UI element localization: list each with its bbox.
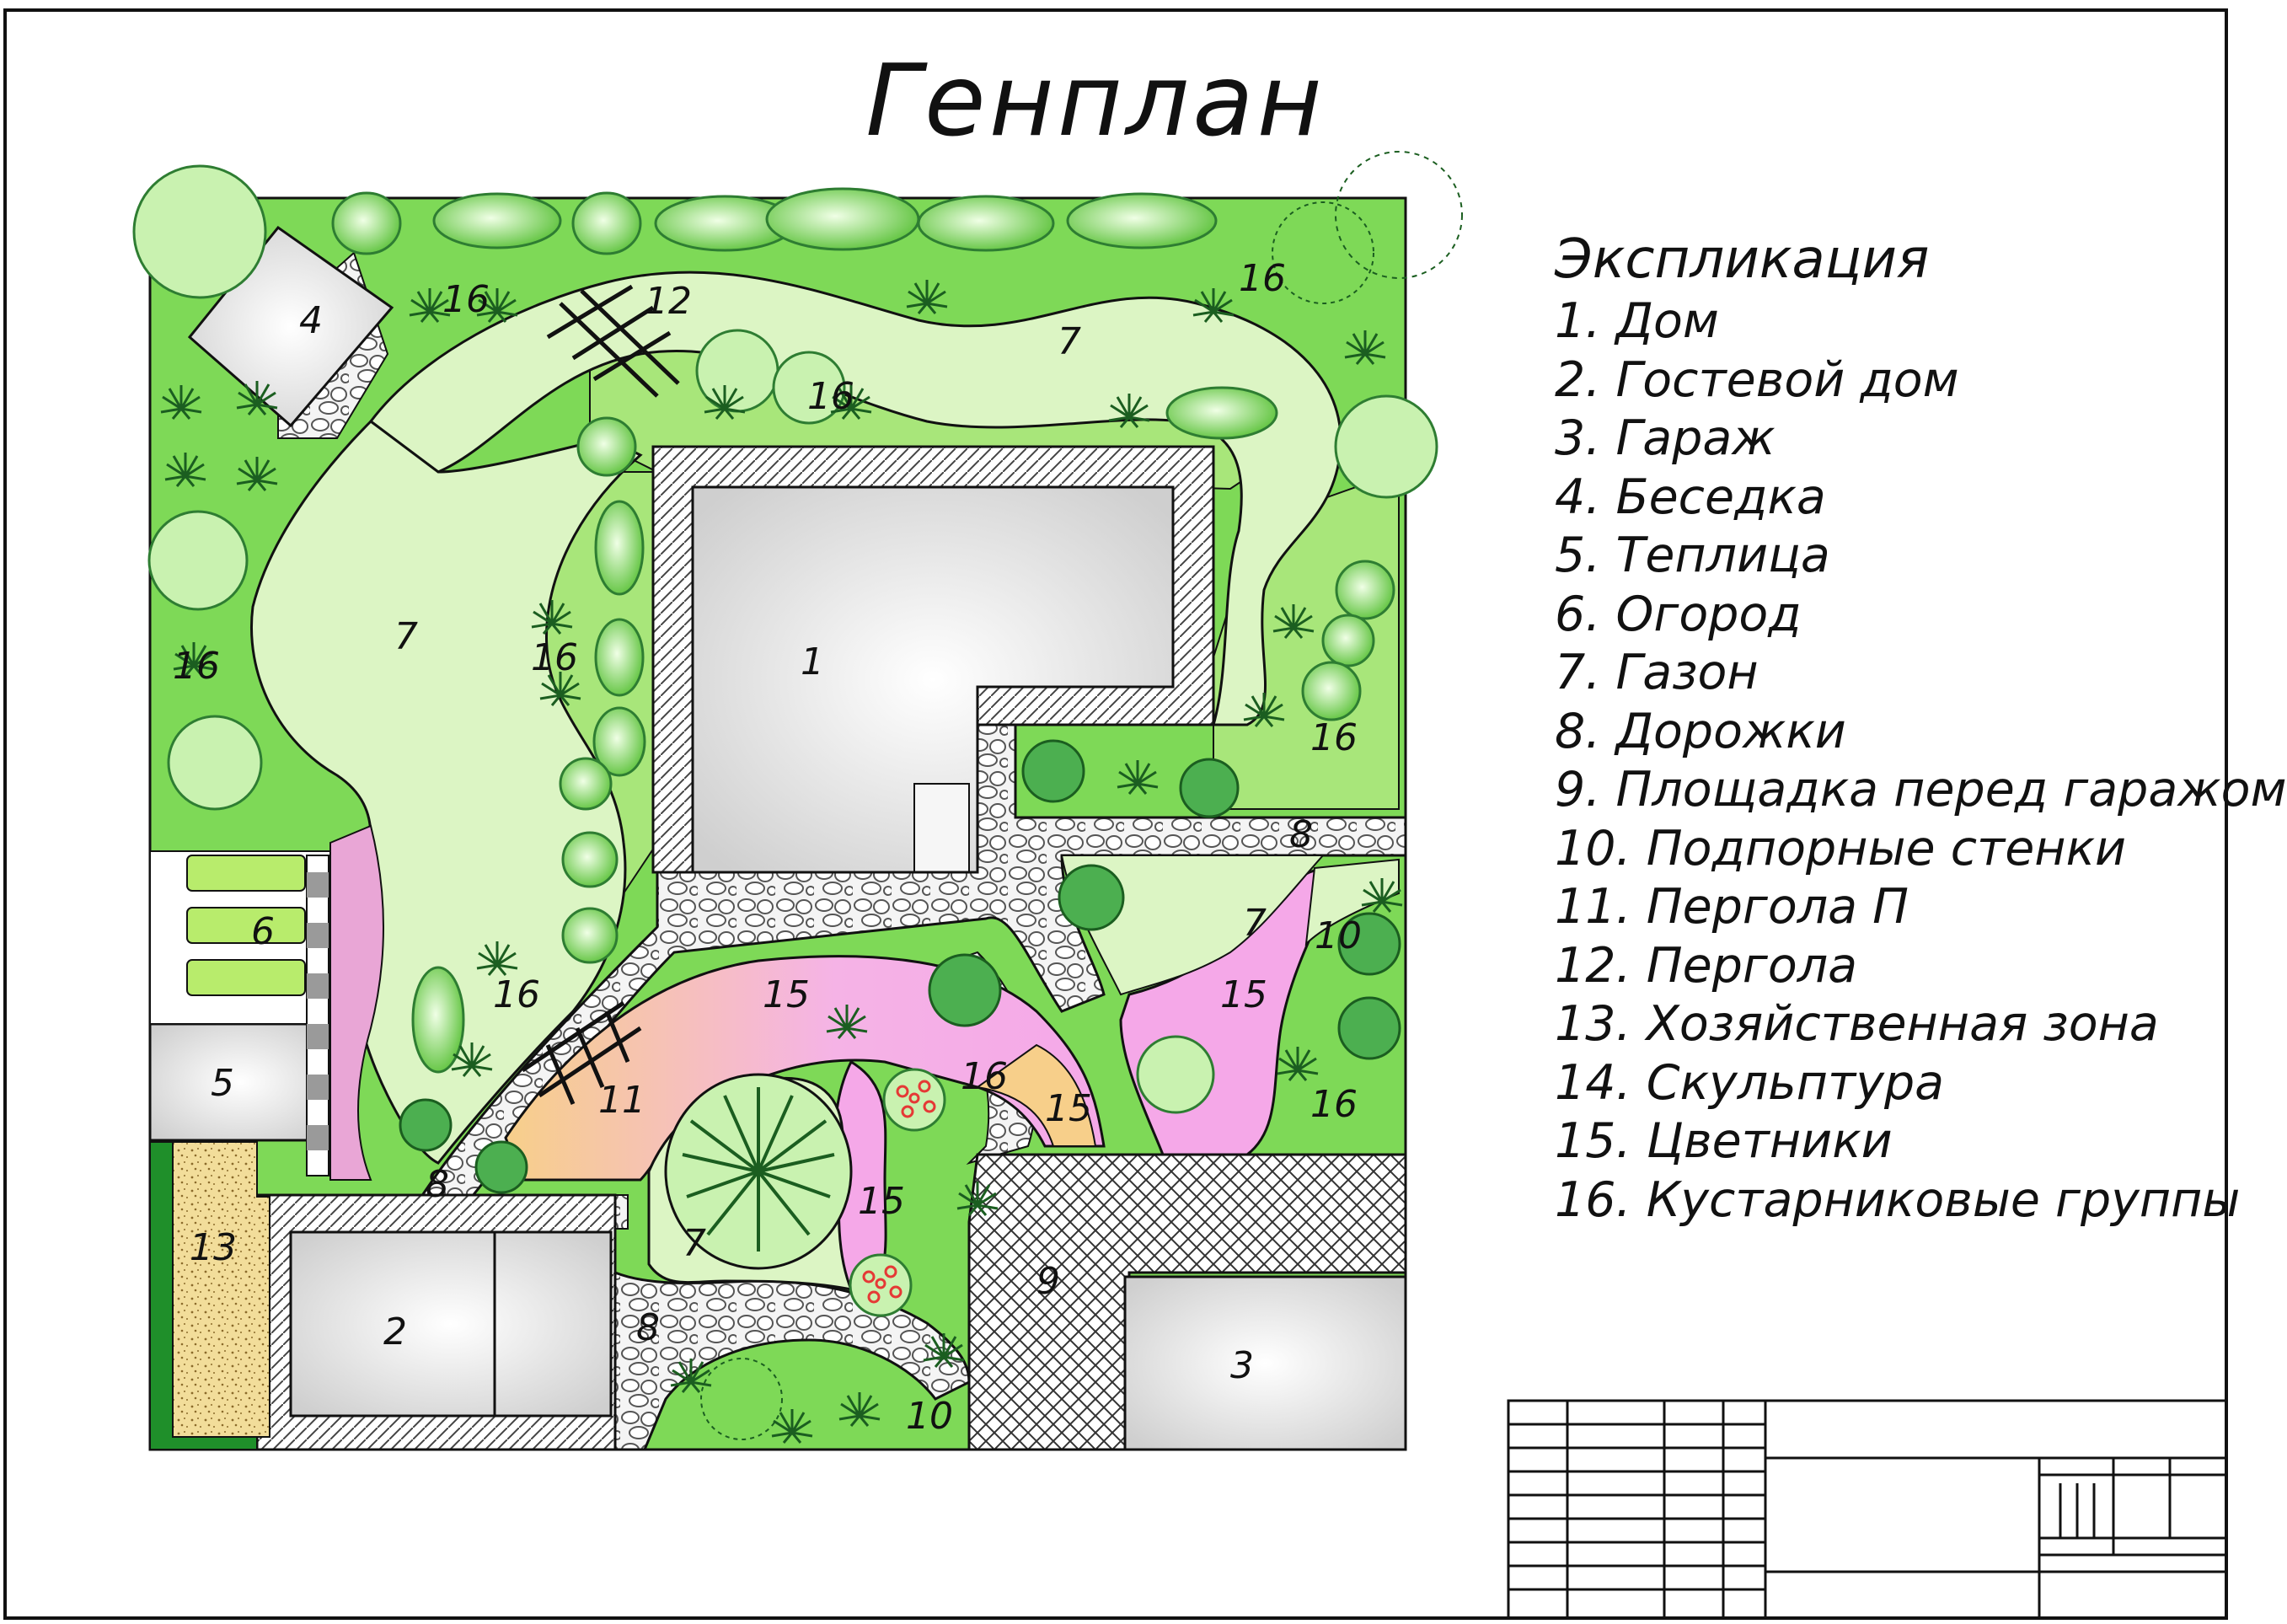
legend: Экспликация 1. Дом 2. Гостевой дом 3. Га… xyxy=(1555,228,2287,1230)
legend-item: 14. Скульптура xyxy=(1555,1054,1945,1111)
guest-house xyxy=(255,1193,617,1451)
label-lawn-2: 7 xyxy=(394,615,418,658)
label-utility-zone: 13 xyxy=(190,1226,237,1269)
label-flowerbed-2: 15 xyxy=(1220,973,1267,1016)
legend-item: 16. Кустарниковые группы xyxy=(1555,1171,2241,1228)
legend-item: 9. Площадка перед гаражом xyxy=(1555,762,2287,817)
garden-beds xyxy=(149,824,384,1181)
label-shrubs-7: 16 xyxy=(493,973,540,1016)
label-shrubs-4: 16 xyxy=(531,636,578,679)
garage xyxy=(1123,1275,1407,1451)
label-lawn-3: 7 xyxy=(1243,902,1267,945)
label-shrubs-5: 16 xyxy=(1310,716,1358,759)
legend-item: 2. Гостевой дом xyxy=(1555,351,1959,408)
label-flowerbed-4: 15 xyxy=(858,1180,905,1223)
label-retaining-wall: 10 xyxy=(1315,914,1362,957)
label-guest-house: 2 xyxy=(383,1310,407,1353)
legend-item: 7. Газон xyxy=(1555,645,1759,700)
legend-item: 5. Теплица xyxy=(1555,528,1830,583)
label-pergola: 12 xyxy=(645,280,692,323)
label-flowerbed-1: 15 xyxy=(763,973,810,1016)
house xyxy=(651,445,1215,874)
site-area xyxy=(132,151,1463,1451)
label-path-1: 8 xyxy=(1289,813,1313,856)
legend-item: 6. Огород xyxy=(1555,586,1802,642)
label-garden: 6 xyxy=(251,910,275,953)
legend-item: 13. Хозяйственная зона xyxy=(1555,996,2159,1052)
site-plan-drawing: 4 16 12 7 16 16 7 16 1 16 16 6 8 7 10 15… xyxy=(3,8,2228,1620)
label-shrubs-1: 16 xyxy=(442,278,490,321)
legend-item: 8. Дорожки xyxy=(1555,703,1846,759)
label-greenhouse: 5 xyxy=(211,1062,234,1105)
legend-item: 15. Цветники xyxy=(1555,1113,1893,1169)
label-shrubs-9: 16 xyxy=(1310,1083,1358,1126)
greenhouse xyxy=(148,1022,333,1142)
label-path-2: 8 xyxy=(426,1163,449,1206)
label-shrubs-2: 16 xyxy=(807,375,854,418)
legend-item: 10. Подпорные стенки xyxy=(1555,820,2127,876)
legend-item: 3. Гараж xyxy=(1555,410,1776,466)
label-garage: 3 xyxy=(1230,1344,1254,1387)
label-pergola-p: 11 xyxy=(598,1079,645,1122)
label-shrubs-8: 16 xyxy=(961,1055,1008,1098)
label-retaining-wall-2: 10 xyxy=(906,1395,953,1438)
label-shrubs-6: 16 xyxy=(173,645,220,688)
legend-item: 1. Дом xyxy=(1555,293,1719,349)
legend-item: 4. Беседка xyxy=(1555,469,1826,525)
label-house: 1 xyxy=(801,640,824,683)
legend-item: 12. Пергола xyxy=(1555,937,1858,994)
label-gazebo: 4 xyxy=(299,299,323,342)
label-shrubs-3: 16 xyxy=(1239,257,1286,300)
label-garage-area: 9 xyxy=(1036,1260,1060,1303)
page-title: Генплан xyxy=(865,42,1326,158)
pergola xyxy=(546,284,680,398)
label-path-3: 8 xyxy=(636,1306,660,1349)
title-block xyxy=(1507,1399,2228,1620)
label-lawn-4: 7 xyxy=(683,1222,706,1265)
legend-title: Экспликация xyxy=(1555,228,1930,291)
label-flowerbed-3: 15 xyxy=(1045,1087,1092,1130)
specimen-palm xyxy=(664,1073,853,1270)
pergola-p xyxy=(521,1000,642,1105)
legend-item: 11. Пергола П xyxy=(1555,879,1909,935)
label-lawn-1: 7 xyxy=(1058,320,1081,363)
